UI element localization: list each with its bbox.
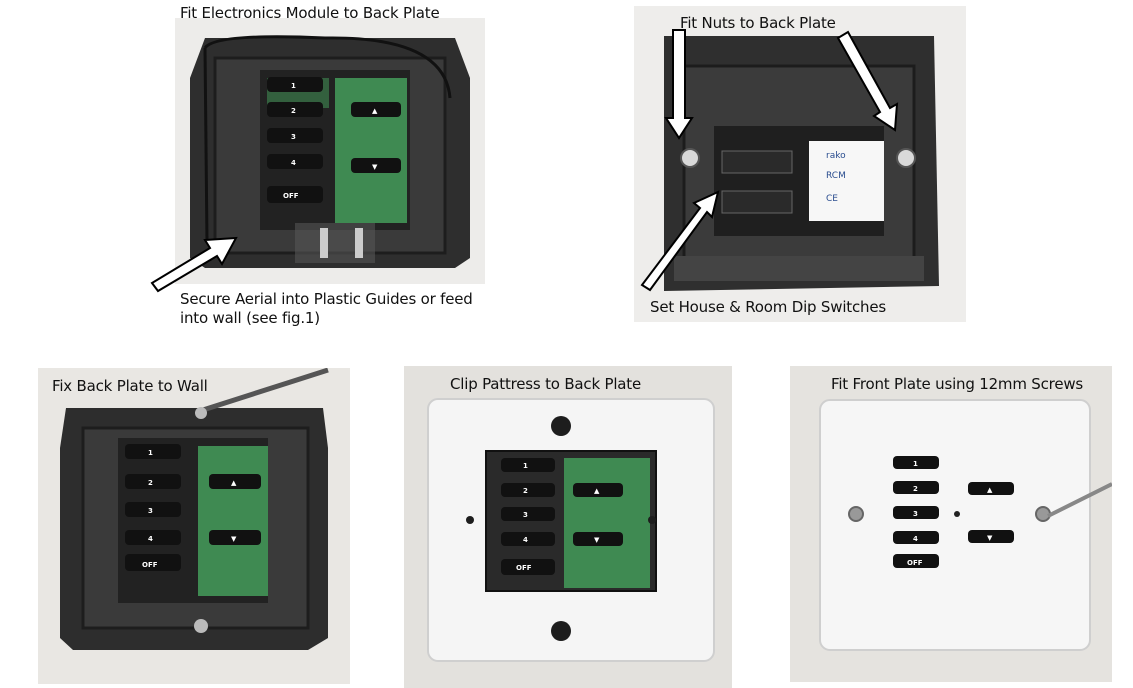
svg-text:▲: ▲	[594, 487, 600, 495]
caption-pattress: Clip Pattress to Back Plate	[450, 375, 642, 393]
svg-text:▲: ▲	[987, 486, 993, 494]
svg-text:▲: ▲	[372, 107, 378, 115]
caption-nuts: Fit Nuts to Back Plate	[680, 14, 836, 32]
svg-text:OFF: OFF	[283, 192, 299, 200]
svg-text:▼: ▼	[987, 534, 993, 542]
photo-electronics-module: 1 2 3 4 OFF ▲ ▼	[175, 18, 485, 284]
keypad-keys-p4: 1 2 3 4 OFF ▲ ▼	[501, 458, 623, 575]
keypad-keys-p3: 1 2 3 4 OFF ▲ ▼	[125, 444, 261, 571]
back-plate-rear-image: rako RCM CE	[664, 36, 939, 291]
note-dip-switches: Set House & Room Dip Switches	[650, 298, 886, 316]
svg-text:4: 4	[291, 159, 296, 167]
svg-text:2: 2	[291, 107, 296, 115]
svg-text:▼: ▼	[231, 535, 237, 543]
svg-text:2: 2	[148, 479, 153, 487]
svg-text:▼: ▼	[594, 536, 600, 544]
svg-text:1: 1	[148, 449, 153, 457]
photo-pattress: 1 2 3 4 OFF ▲ ▼	[404, 366, 732, 688]
svg-text:3: 3	[913, 510, 918, 518]
back-plate-with-module-image: 1 2 3 4 OFF ▲ ▼	[190, 35, 470, 268]
caption-front-plate: Fit Front Plate using 12mm Screws	[831, 375, 1084, 393]
photo-nuts-back-plate: rako RCM CE	[634, 6, 966, 322]
note-aerial: Secure Aerial into Plastic Guides or fee…	[180, 290, 473, 327]
svg-text:1: 1	[913, 460, 918, 468]
front-plate-image: 1 2 3 4 OFF ▲ ▼	[819, 399, 1112, 651]
photo-fix-back-plate: 1 2 3 4 OFF ▲ ▼	[38, 368, 350, 684]
svg-text:1: 1	[291, 82, 296, 90]
svg-text:OFF: OFF	[907, 559, 923, 567]
svg-text:1: 1	[523, 462, 528, 470]
keypad-keys: 1 2 3 4 OFF ▲ ▼	[267, 77, 401, 203]
svg-text:▲: ▲	[231, 479, 237, 487]
svg-text:OFF: OFF	[142, 561, 158, 569]
svg-text:4: 4	[148, 535, 153, 543]
svg-text:3: 3	[523, 511, 528, 519]
pattress-image: 1 2 3 4 OFF ▲ ▼	[427, 398, 715, 662]
keypad-keys-p5: 1 2 3 4 OFF ▲ ▼	[893, 456, 1014, 568]
label-brand: rako	[826, 151, 846, 161]
caption-fix-wall: Fix Back Plate to Wall	[52, 377, 208, 395]
label-mark: CE	[826, 194, 838, 204]
caption-electronics-module: Fit Electronics Module to Back Plate	[180, 4, 440, 22]
screwdriver-p5	[1047, 482, 1112, 518]
back-plate-on-wall-image: 1 2 3 4 OFF ▲ ▼	[60, 368, 329, 650]
svg-text:OFF: OFF	[516, 564, 532, 572]
svg-text:3: 3	[291, 133, 296, 141]
dip-switches	[721, 150, 793, 214]
svg-text:2: 2	[523, 487, 528, 495]
screwdriver	[202, 368, 329, 413]
svg-text:4: 4	[913, 535, 918, 543]
svg-text:4: 4	[523, 536, 528, 544]
nut-right	[896, 148, 916, 168]
label-model: RCM	[826, 171, 846, 181]
svg-text:▼: ▼	[372, 163, 378, 171]
rcm-label	[809, 141, 884, 221]
svg-text:3: 3	[148, 507, 153, 515]
photo-front-plate: 1 2 3 4 OFF ▲ ▼	[790, 366, 1112, 682]
nut-left	[680, 148, 700, 168]
svg-text:2: 2	[913, 485, 918, 493]
